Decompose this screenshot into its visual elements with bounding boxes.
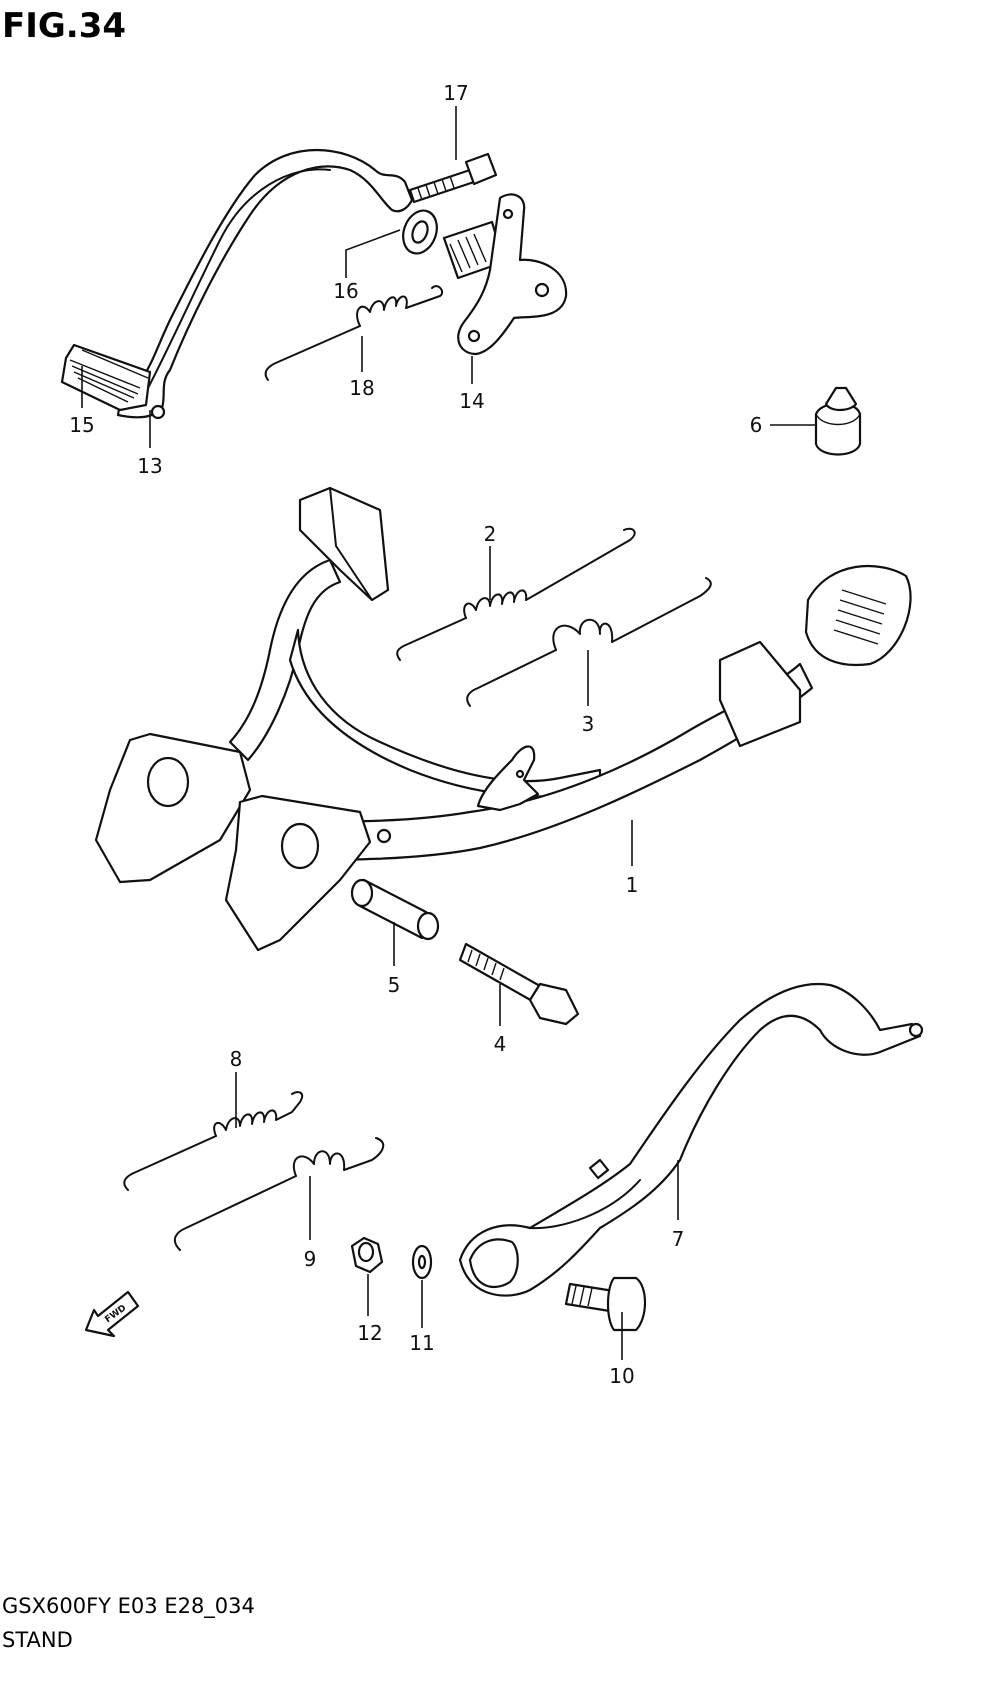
callout-15: 15 <box>69 413 94 437</box>
spring-8 <box>123 1091 304 1191</box>
rubber-15 <box>60 343 152 412</box>
callout-11: 11 <box>409 1331 434 1355</box>
spring-2 <box>396 527 636 661</box>
callout-8: 8 <box>230 1047 243 1071</box>
spring-18 <box>264 285 444 381</box>
callout-16: 16 <box>333 279 358 303</box>
callout-9: 9 <box>304 1247 317 1271</box>
callout-17: 17 <box>443 81 468 105</box>
callout-3: 3 <box>582 712 595 736</box>
section-name: STAND <box>2 1628 73 1652</box>
callout-4: 4 <box>494 1032 507 1056</box>
callout-14: 14 <box>459 389 484 413</box>
callout-2: 2 <box>484 522 497 546</box>
shaft-5 <box>350 878 440 941</box>
side-stand-7 <box>458 983 924 1297</box>
callout-10: 10 <box>609 1364 634 1388</box>
figure-title: FIG.34 <box>2 6 127 46</box>
fwd-arrow-icon: FWD <box>84 1290 140 1338</box>
callout-13: 13 <box>137 454 162 478</box>
washer-16 <box>402 209 438 255</box>
stopper-6 <box>814 386 862 456</box>
callouts: 17 16 18 14 15 13 6 2 3 1 5 4 8 <box>69 81 816 1388</box>
callout-1: 1 <box>626 873 639 897</box>
callout-5: 5 <box>388 973 401 997</box>
bolt-17 <box>408 152 498 204</box>
bolt-4 <box>458 942 580 1026</box>
model-code: GSX600FY E03 E28_034 <box>2 1594 255 1618</box>
spring-9 <box>173 1137 385 1251</box>
washer-11 <box>411 1244 433 1280</box>
nut-12 <box>350 1236 384 1274</box>
bracket-14 <box>457 193 568 356</box>
callout-6: 6 <box>750 413 763 437</box>
callout-7: 7 <box>672 1227 685 1251</box>
spring-3 <box>466 577 712 707</box>
callout-12: 12 <box>357 1321 382 1345</box>
bolt-10 <box>564 1276 647 1332</box>
center-stand-1 <box>94 486 912 952</box>
callout-18: 18 <box>349 376 374 400</box>
